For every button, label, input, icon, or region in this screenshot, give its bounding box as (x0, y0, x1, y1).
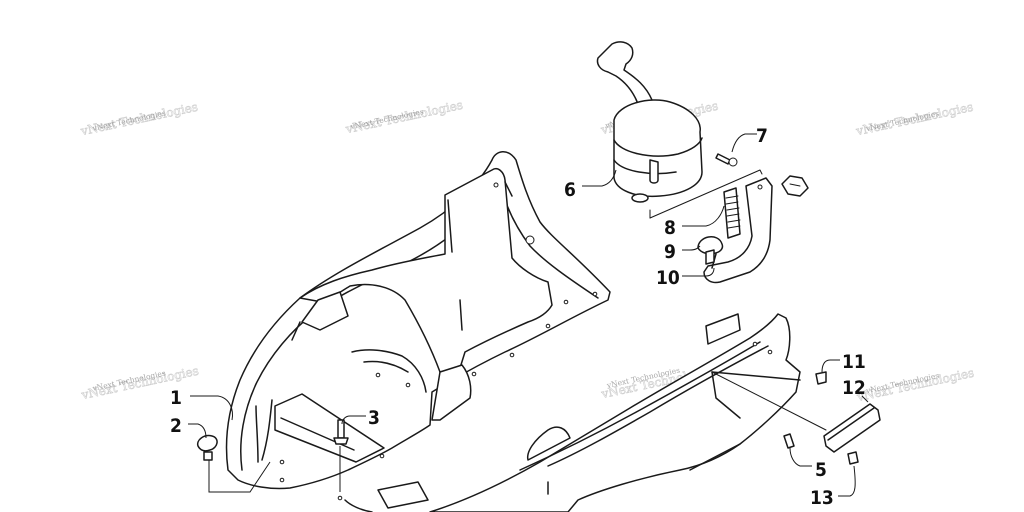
watermark-1: vNext Technologies vNext Technologies (78, 99, 199, 138)
watermark-2: vNext Technologies vNext Technologies (343, 97, 464, 136)
watermark-8: vNext Technologies vNext Technologies (854, 365, 975, 404)
callouts: 1 2 3 5 6 7 8 9 10 11 12 13 (170, 125, 866, 509)
callout-8: 8 (664, 217, 676, 239)
callout-7: 7 (756, 125, 768, 147)
callout-12: 12 (842, 377, 866, 399)
callout-9: 9 (664, 241, 676, 263)
callout-1: 1 (170, 387, 182, 409)
watermark-4: vNext Technologies vNext Technologies (854, 99, 975, 138)
muffler (596, 41, 703, 203)
callout-13: 13 (810, 487, 834, 509)
callout-3: 3 (368, 407, 380, 429)
fasteners (196, 371, 881, 465)
leader-lines (188, 133, 869, 497)
side-panel (429, 313, 801, 512)
callout-2: 2 (170, 415, 182, 437)
muffler-bracket (649, 153, 809, 284)
callout-5: 5 (815, 459, 827, 481)
callout-6: 6 (564, 179, 576, 201)
callout-10: 10 (656, 267, 680, 289)
callout-11: 11 (842, 351, 866, 373)
belly-pan (225, 151, 611, 512)
